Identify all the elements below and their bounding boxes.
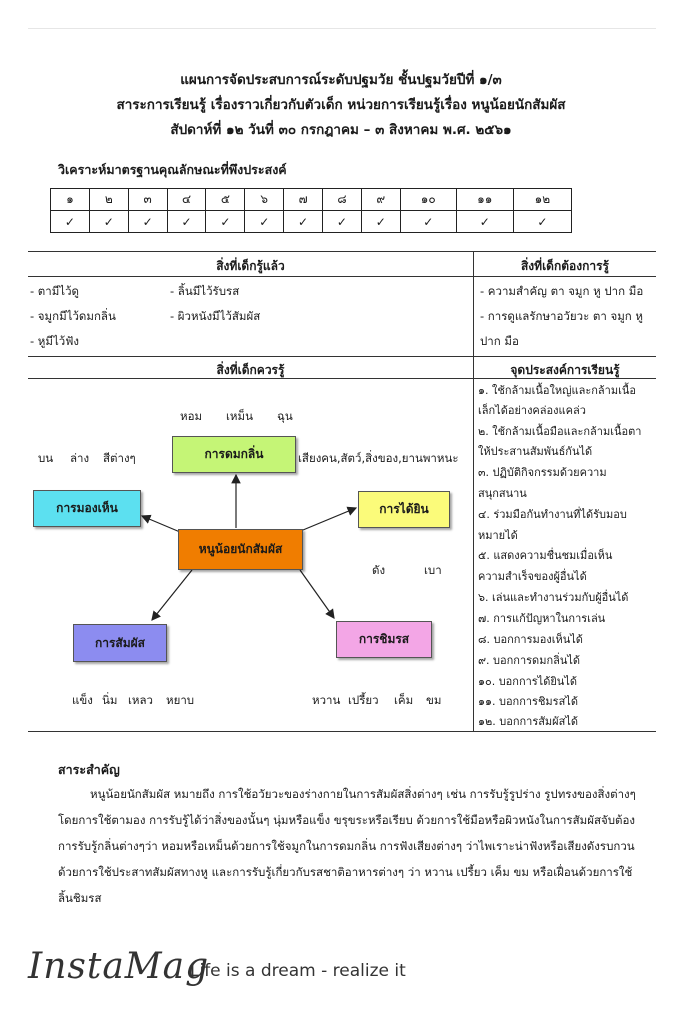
check-icon: ✓ <box>512 210 573 233</box>
known-item: - ลิ้นมีไว้รับรส <box>170 284 240 298</box>
known-item: - ผิวหนังมีไว้สัมผัส <box>170 309 261 323</box>
analysis-label: วิเคราะห์มาตรฐานคุณลักษณะที่พึงประสงค์ <box>58 162 287 177</box>
plan-title: แผนการจัดประสบการณ์ระดับปฐมวัย ชั้นปฐมวั… <box>180 72 502 88</box>
see-word: บน <box>38 451 54 465</box>
arrow-to-hear <box>302 506 358 531</box>
known-item: - หูมีไว้ฟัง <box>30 334 79 348</box>
hear-word: เสียงคน,สัตว์,สิ่งของ,ยานพาหนะ <box>298 451 459 465</box>
objective-line: ๙. บอกการดมกลิ่นได้ <box>478 654 581 667</box>
taste-word: ขม <box>426 693 442 707</box>
grid-divider <box>28 356 656 357</box>
touch-word: เหลว <box>128 693 154 707</box>
taste-word: เค็ม <box>394 693 414 707</box>
grid-top-border <box>28 251 656 252</box>
essence-body: หนูน้อยนักสัมผัส หมายถึง การใช้อวัยวะของ… <box>58 787 636 905</box>
objective-line: ๑๑. บอกการชิมรสได้ <box>478 695 578 708</box>
check-icon: ✓ <box>283 210 324 233</box>
grid-column-divider <box>473 251 474 731</box>
center-topic-box: หนูน้อยนักสัมผัส <box>178 529 303 570</box>
objective-line: เล็กได้อย่างคล่องแคล่ว <box>478 404 586 417</box>
plan-subject: สาระการเรียนรู้ เรื่องราวเกี่ยวกับตัวเด็… <box>116 97 566 113</box>
footer-slogan: Life is a dream - realize it <box>190 961 406 981</box>
check-icon: ✓ <box>50 210 90 233</box>
touch-word: นิ่ม <box>102 693 118 707</box>
objective-line: ๑๒. บอกการสัมผัสได้ <box>478 715 579 728</box>
smell-word: หอม <box>180 409 203 423</box>
essence-title: สาระสำคัญ <box>58 762 120 777</box>
want-item: ปาก มือ <box>480 334 519 348</box>
grid-bottom-border <box>28 731 656 732</box>
content-grid: สิ่งที่เด็กรู้แล้ว สิ่งที่เด็กต้องการรู้… <box>28 251 656 732</box>
see-word: สีต่างๆ <box>103 451 136 465</box>
objective-line: ความสำเร็จของผู้อื่นได้ <box>478 570 587 583</box>
hear-word: ดัง <box>372 563 386 577</box>
objectives-heading: จุดประสงค์การเรียนรู้ <box>510 363 620 377</box>
taste-box: การชิมรส <box>336 621 432 658</box>
hear-word: เบา <box>424 563 442 577</box>
taste-word: เปรี้ยว <box>348 693 379 707</box>
top-divider <box>28 28 656 29</box>
objective-line: ๒. ใช้กล้ามเนื้อมือและกล้ามเนื้อตา <box>478 425 642 438</box>
objective-line: สนุกสนาน <box>478 487 527 500</box>
should-heading: สิ่งที่เด็กควรรู้ <box>216 363 285 377</box>
objective-line: ๑๐. บอกการได้ยินได้ <box>478 675 577 688</box>
known-heading: สิ่งที่เด็กรู้แล้ว <box>216 259 285 273</box>
objective-line: ๓. ปฏิบัติกิจกรรมด้วยความ <box>478 466 607 479</box>
arrow-to-see <box>140 514 181 533</box>
objective-line: หมายได้ <box>478 529 518 542</box>
standards-table: ๑ ๒ ๓ ๔ ๕ ๖ ๗ ๘ ๙ ๑๐ ๑๑ ๑๒ ✓ ✓ ✓ ✓ ✓ ✓ ✓… <box>50 188 573 233</box>
standards-check-row: ✓ ✓ ✓ ✓ ✓ ✓ ✓ ✓ ✓ ✓ ✓ ✓ <box>50 210 573 233</box>
arrow-to-taste <box>299 569 335 619</box>
objective-line: ให้ประสานสัมพันธ์กันได้ <box>478 445 593 458</box>
grid-divider <box>28 378 656 379</box>
see-word: ล่าง <box>70 451 90 465</box>
objective-line: ๑. ใช้กล้ามเนื้อใหญ่และกล้ามเนื้อ <box>478 384 636 397</box>
touch-word: แข็ง <box>72 693 93 707</box>
instamag-logo: InstaMag <box>28 946 210 987</box>
standard-number: ๑๑ <box>455 188 514 211</box>
arrow-to-touch <box>151 569 193 621</box>
touch-box: การสัมผัส <box>73 624 167 662</box>
smell-word: ฉุน <box>277 409 293 423</box>
objective-line: ๘. บอกการมองเห็นได้ <box>478 633 583 646</box>
want-item: - ความสำคัญ ตา จมูก หู ปาก มือ <box>480 284 644 298</box>
want-heading: สิ่งที่เด็กต้องการรู้ <box>520 259 609 273</box>
objective-line: ๕. แสดงความชื่นชมเมื่อเห็น <box>478 549 613 562</box>
smell-box: การดมกลิ่น <box>172 436 296 473</box>
grid-divider <box>28 276 656 277</box>
taste-word: หวาน <box>312 693 341 707</box>
known-item: - ตามีไว้ดู <box>30 284 80 298</box>
touch-word: หยาบ <box>166 693 195 707</box>
objective-line: ๗. การแก้ปัญหาในการเล่น <box>478 612 606 625</box>
want-item: - การดูแลรักษาอวัยวะ ตา จมูก หู <box>480 309 643 323</box>
standard-number: ๑๒ <box>512 188 573 211</box>
objective-line: ๖. เล่นและทำงานร่วมกับผู้อื่นได้ <box>478 591 629 604</box>
hear-box: การได้ยิน <box>358 491 450 528</box>
check-icon: ✓ <box>399 210 457 233</box>
smell-word: เหม็น <box>226 409 253 423</box>
objective-line: ๔. ร่วมมือกันทำงานที่ได้รับมอบ <box>478 508 627 521</box>
see-box: การมองเห็น <box>33 490 141 527</box>
known-item: - จมูกมีไว้ดมกลิ่น <box>30 309 116 323</box>
plan-week: สัปดาห์ที่ ๑๒ วันที่ ๓๐ กรกฎาคม – ๓ สิงห… <box>170 122 512 138</box>
